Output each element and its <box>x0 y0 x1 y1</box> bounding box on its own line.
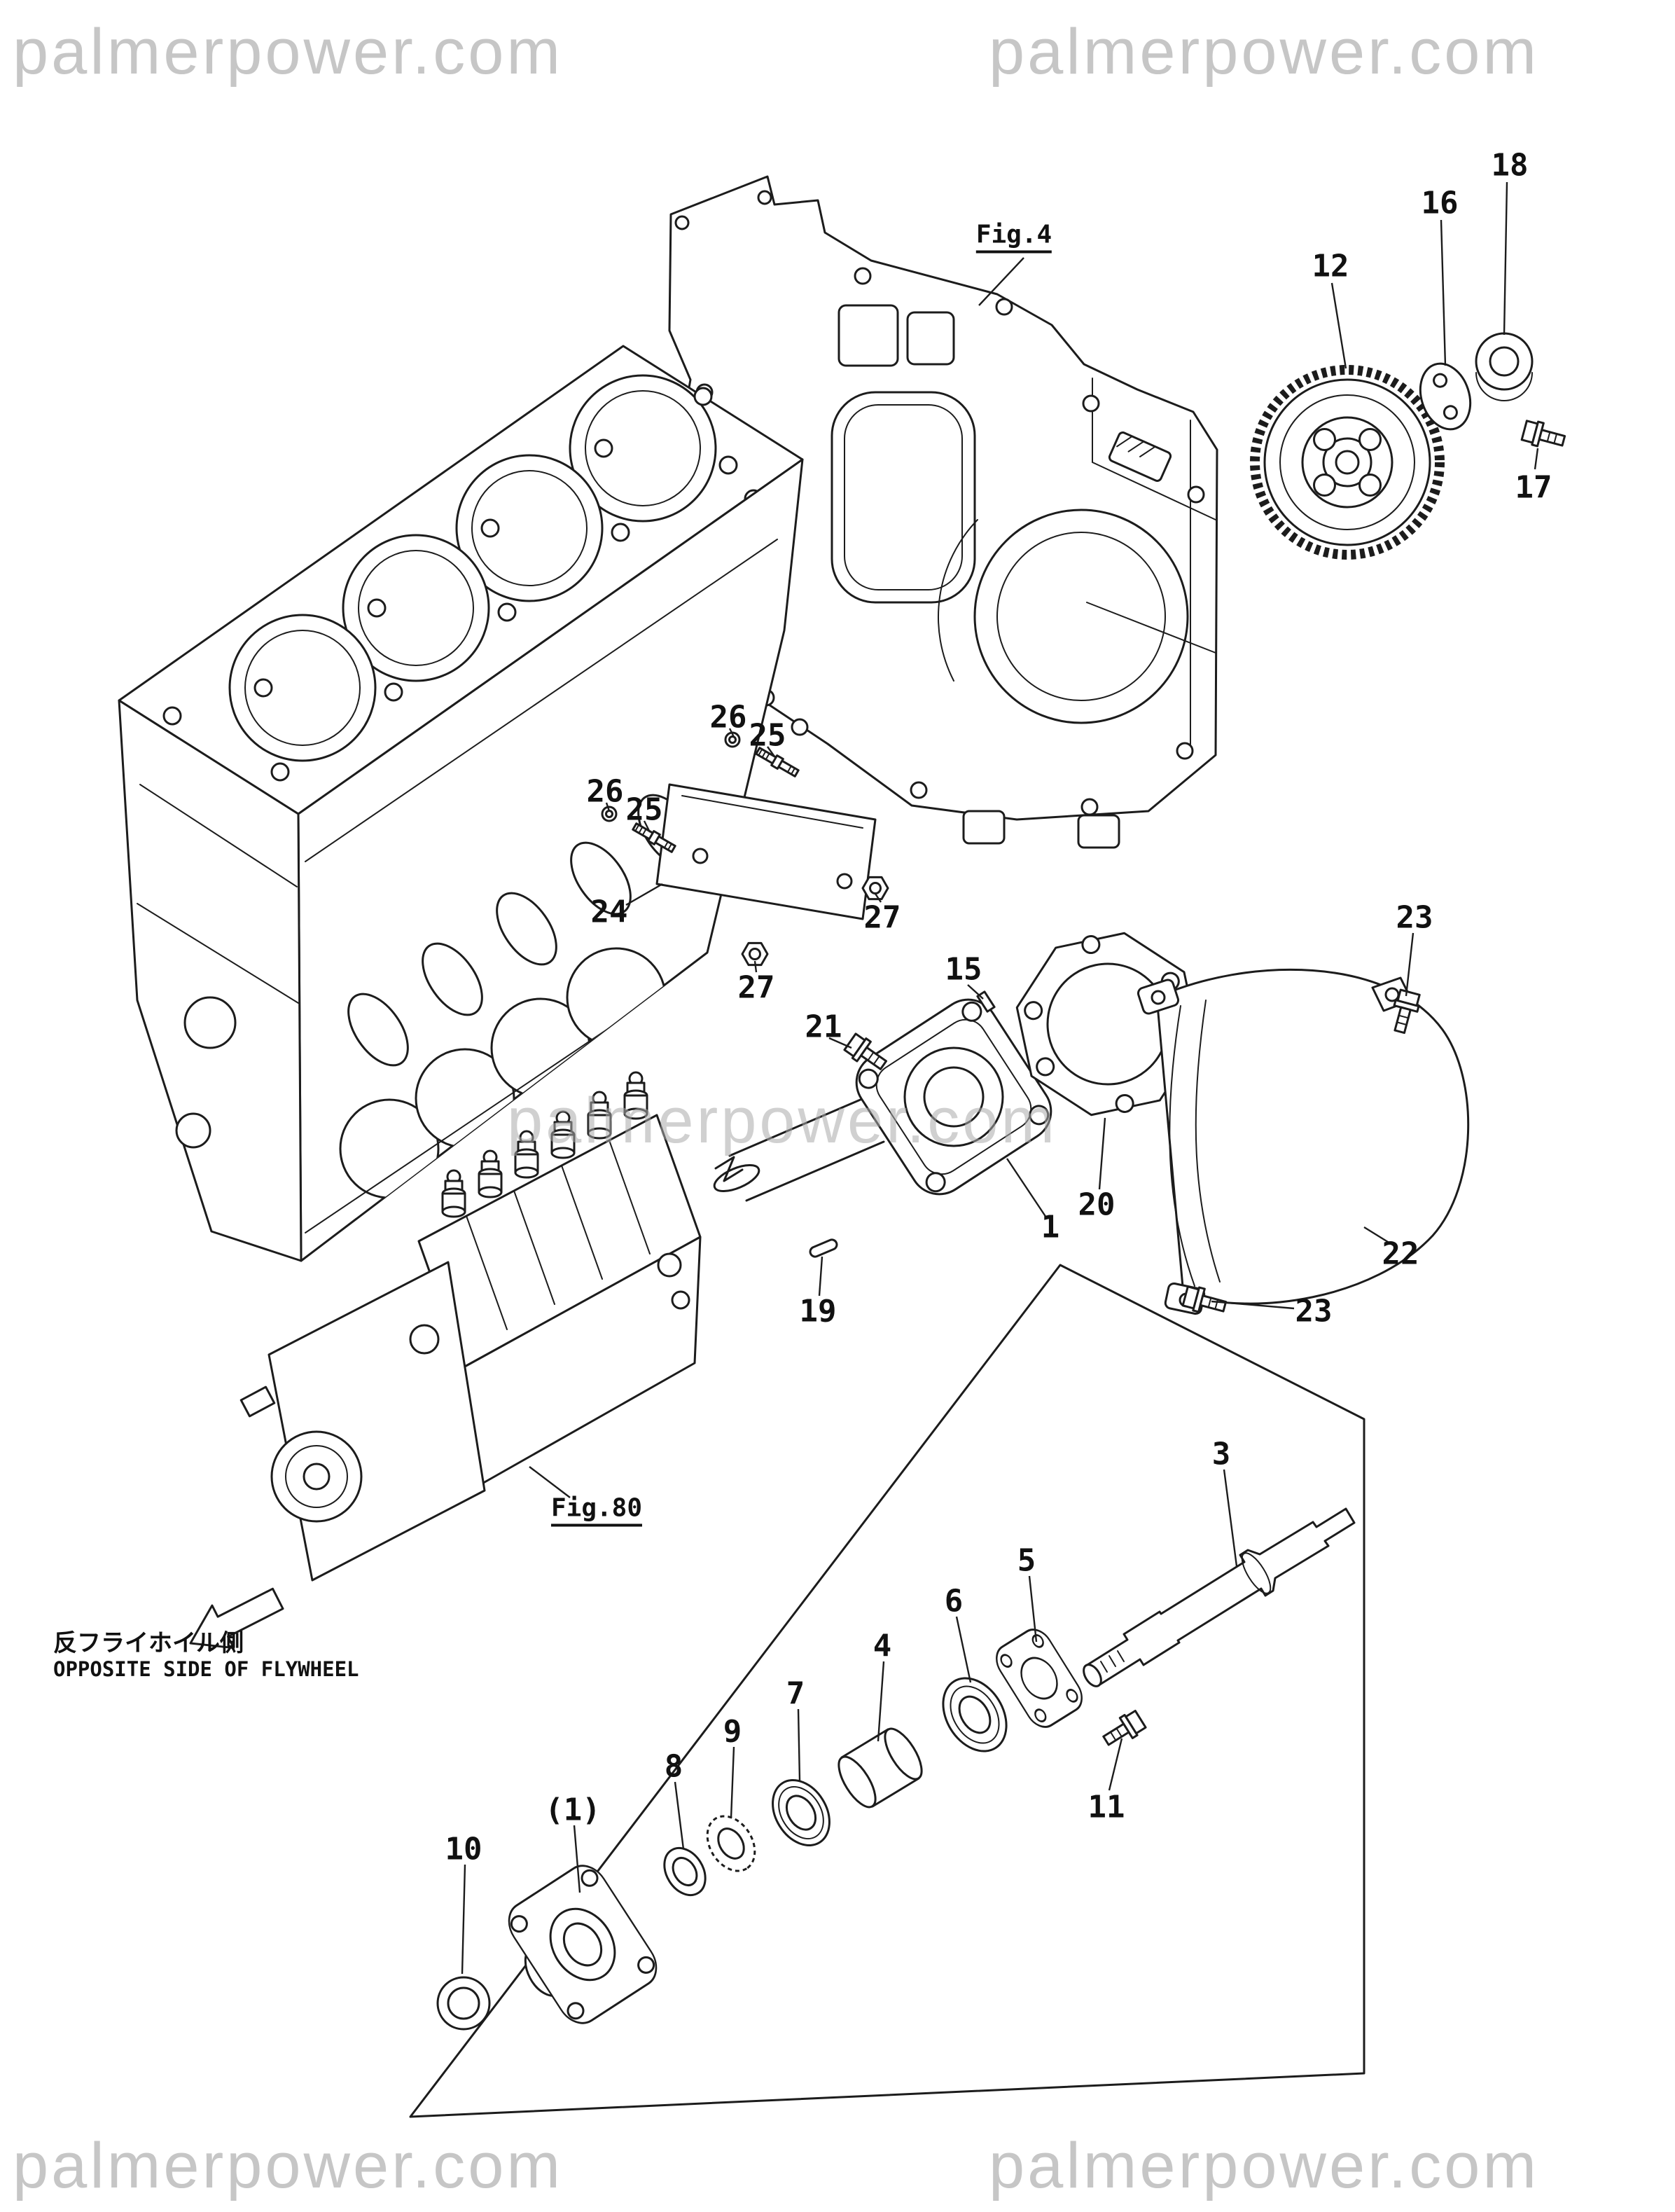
callout-part-22: 22 <box>1382 1236 1419 1272</box>
gear-retainer-plate <box>1419 362 1472 431</box>
idler-gear <box>1250 365 1445 560</box>
callout-part-4: 4 <box>873 1628 892 1664</box>
callout-part-26-upper: 26 <box>709 699 747 735</box>
callout-part-27-left: 27 <box>737 969 775 1006</box>
callout-part-15: 15 <box>945 951 982 988</box>
leader-lines <box>461 181 1539 1975</box>
callout-part-19: 19 <box>799 1293 837 1329</box>
callout-part-1-sub: (1) <box>545 1792 601 1828</box>
sensor-plate-assembly <box>601 731 889 967</box>
callout-part-9: 9 <box>723 1713 742 1750</box>
callout-part-5: 5 <box>1017 1542 1036 1579</box>
callout-part-18: 18 <box>1491 147 1529 184</box>
callout-part-24: 24 <box>590 894 628 930</box>
callout-part-20: 20 <box>1078 1187 1115 1223</box>
callout-part-8: 8 <box>664 1748 683 1785</box>
callout-part-21: 21 <box>805 1009 842 1045</box>
callout-part-23-lower: 23 <box>1295 1293 1333 1329</box>
direction-arrow-icon <box>189 1587 284 1650</box>
callout-part-27-right: 27 <box>863 899 901 936</box>
figure-ref-fig80: Fig.80 <box>550 1494 643 1527</box>
figure-ref-fig4: Fig.4 <box>975 221 1052 254</box>
fuel-injection-pump <box>239 1071 702 1582</box>
callout-part-12: 12 <box>1312 248 1349 284</box>
callout-part-26-lower: 26 <box>586 773 624 810</box>
callout-part-3: 3 <box>1211 1436 1231 1472</box>
callout-part-10: 10 <box>445 1831 482 1867</box>
direction-note-english: OPPOSITE SIDE OF FLYWHEEL <box>53 1657 359 1681</box>
engine-block <box>118 345 804 1262</box>
callout-part-6: 6 <box>944 1583 964 1619</box>
callout-part-1: 1 <box>1041 1209 1060 1245</box>
callout-part-23-upper: 23 <box>1396 899 1433 936</box>
callout-part-25-upper: 25 <box>749 717 786 754</box>
callout-part-25-lower: 25 <box>625 792 663 828</box>
direction-note-japanese: 反フライホイル側 <box>53 1629 244 1657</box>
flywheel-housing <box>668 175 1218 849</box>
exploded-shaft-assembly <box>436 1507 1356 2031</box>
gear-bolt <box>1520 417 1568 454</box>
drive-housing <box>713 990 1052 1258</box>
callout-part-11: 11 <box>1087 1789 1125 1825</box>
round-nut <box>1475 332 1534 401</box>
cover <box>1137 968 1470 1320</box>
callout-part-17: 17 <box>1515 469 1552 506</box>
callout-part-7: 7 <box>786 1675 805 1712</box>
woodruff-key <box>809 1238 838 1258</box>
callout-part-16: 16 <box>1421 185 1459 221</box>
exploded-view-boundary <box>409 1264 1365 2118</box>
